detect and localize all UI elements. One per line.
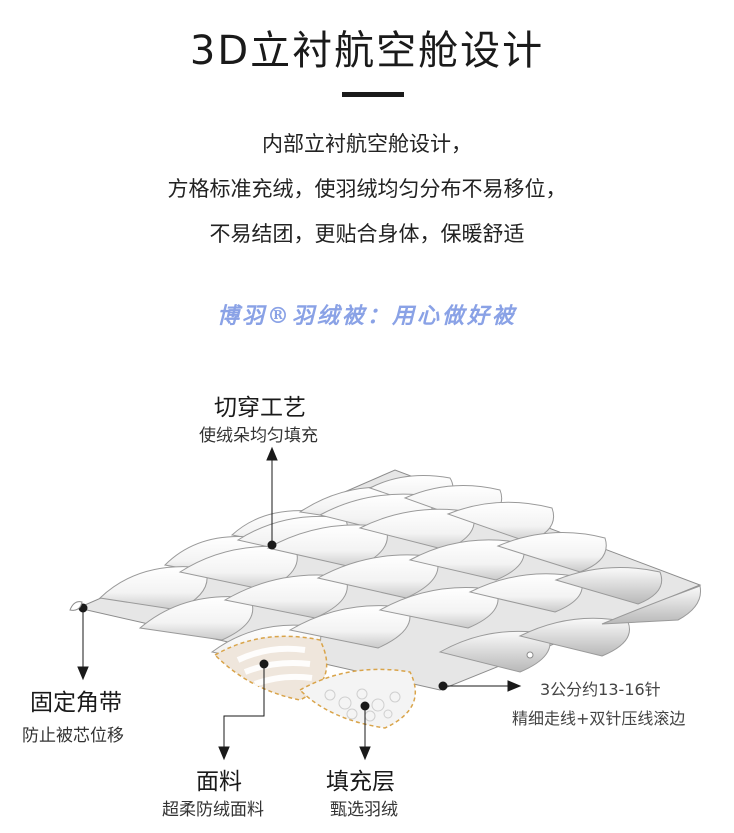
- cutaway-layers: [213, 635, 416, 729]
- callout-stitch-title: 3公分约13-16针: [540, 680, 661, 699]
- quilt-body: [76, 469, 702, 691]
- callout-top-title: 切穿工艺: [214, 395, 306, 421]
- description-line-1: 内部立衬航空舱设计，: [262, 132, 472, 156]
- callout-lines: [69, 446, 534, 761]
- callout-filling-title: 填充层: [326, 769, 395, 795]
- callout-corner-title: 固定角带: [30, 690, 122, 716]
- callout-corner-subtitle: 防止被芯位移: [22, 726, 124, 746]
- description-line-3: 不易结团，更贴合身体，保暖舒适: [209, 222, 525, 246]
- page-title: 3D立衬航空舱设计: [189, 28, 545, 74]
- callout-fabric-title: 面料: [196, 769, 242, 795]
- callout-fabric-subtitle: 超柔防绒面料: [162, 800, 264, 820]
- brand-slogan: 博羽®羽绒被：用心做好被: [216, 303, 517, 329]
- title-underline: [342, 92, 404, 97]
- description-line-2: 方格标准充绒，使羽绒均匀分布不易移位，: [167, 177, 567, 201]
- callout-top-subtitle: 使绒朵均匀填充: [199, 426, 318, 446]
- callout-stitch-subtitle: 精细走线+双针压线滚边: [512, 709, 686, 728]
- callout-filling-subtitle: 甄选羽绒: [330, 800, 398, 820]
